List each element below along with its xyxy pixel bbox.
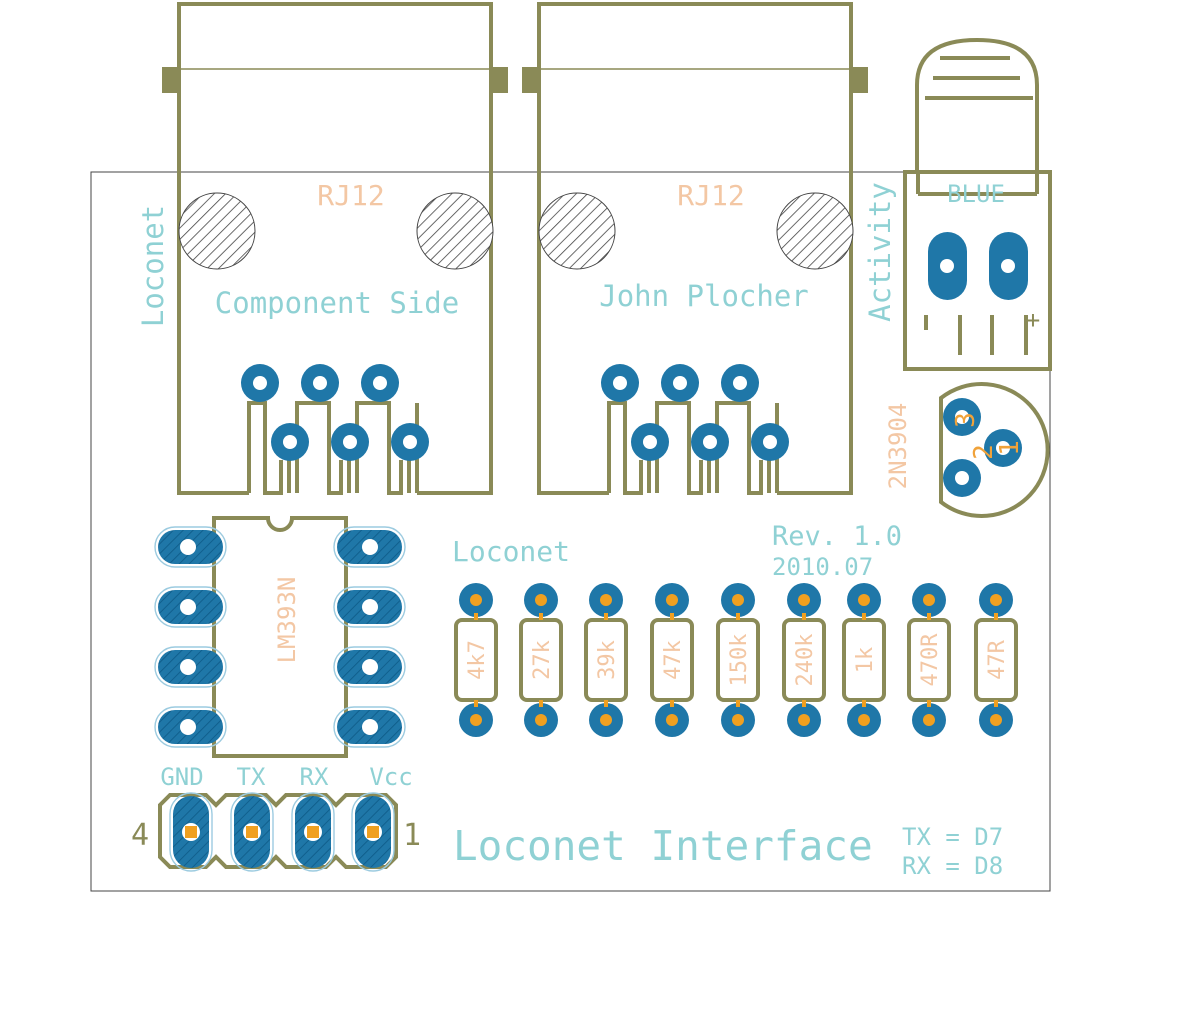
rj12-right-pads bbox=[601, 364, 789, 461]
resistor-value: 4k7 bbox=[465, 640, 490, 680]
resistor-value: 1k bbox=[853, 647, 878, 674]
resistor-value: 39k bbox=[595, 640, 620, 680]
transistor-footprint bbox=[939, 382, 1050, 518]
led-plus-label: + bbox=[1026, 306, 1040, 334]
rj12-right-label: RJ12 bbox=[677, 179, 744, 212]
rj12-left-pads bbox=[241, 364, 429, 461]
loconet-vertical-label: Loconet bbox=[136, 205, 170, 327]
ic-label: LM393N bbox=[273, 577, 301, 664]
resistor-value: 47R bbox=[985, 639, 1010, 679]
rj12-jack-right bbox=[522, 2, 868, 495]
board-outline bbox=[90, 171, 1051, 892]
header-tx-label: TX bbox=[237, 763, 266, 791]
pin-header bbox=[158, 792, 398, 872]
header-pin-1-label: 1 bbox=[403, 818, 421, 853]
rj12-jack-left bbox=[162, 2, 508, 495]
resistor-value: 47k bbox=[661, 640, 686, 680]
resistor: 47R bbox=[974, 583, 1018, 737]
resistor: 1k bbox=[842, 583, 886, 737]
header-pin-4-label: 4 bbox=[131, 818, 149, 853]
transistor-pin-1-label: 1 bbox=[995, 440, 1025, 456]
resistor-value: 150k bbox=[727, 634, 752, 687]
author-label: John Plocher bbox=[599, 279, 809, 313]
header-vcc-label: Vcc bbox=[369, 763, 412, 791]
component-side-label: Component Side bbox=[215, 286, 459, 320]
resistor: 47k bbox=[650, 583, 694, 737]
resistor: 470R bbox=[907, 583, 951, 737]
loconet-section-label: Loconet bbox=[452, 535, 570, 568]
board-title: Loconet Interface bbox=[453, 822, 873, 870]
date-label: 2010.07 bbox=[772, 553, 873, 581]
led-color-label: BLUE bbox=[947, 180, 1005, 208]
resistor-value: 240k bbox=[793, 634, 818, 687]
resistor: 240k bbox=[782, 583, 826, 737]
header-gnd-label: GND bbox=[160, 763, 203, 791]
mounting-hole bbox=[178, 192, 256, 270]
activity-vertical-label: Activity bbox=[863, 182, 897, 322]
ic-footprint bbox=[154, 516, 406, 758]
revision-label: Rev. 1.0 bbox=[772, 521, 902, 552]
resistor: 150k bbox=[716, 583, 760, 737]
transistor-label: 2N3904 bbox=[884, 403, 912, 490]
rx-mapping-label: RX = D8 bbox=[902, 852, 1003, 880]
header-rx-label: RX bbox=[300, 763, 329, 791]
resistor-value: 470R bbox=[918, 633, 943, 687]
mounting-hole bbox=[776, 192, 854, 270]
transistor-pin-2-label: 2 bbox=[969, 444, 999, 460]
resistor: 39k bbox=[584, 583, 628, 737]
resistor-row: 4k7 27k 39k 47k bbox=[454, 583, 1018, 737]
rj12-left-label: RJ12 bbox=[317, 179, 384, 212]
led-footprint bbox=[903, 37, 1052, 371]
tx-mapping-label: TX = D7 bbox=[902, 823, 1003, 851]
mounting-hole bbox=[538, 192, 616, 270]
resistor: 27k bbox=[519, 583, 563, 737]
transistor-pin-3-label: 3 bbox=[951, 412, 981, 428]
mounting-hole bbox=[416, 192, 494, 270]
resistor-value: 27k bbox=[530, 640, 555, 680]
resistor: 4k7 bbox=[454, 583, 498, 737]
